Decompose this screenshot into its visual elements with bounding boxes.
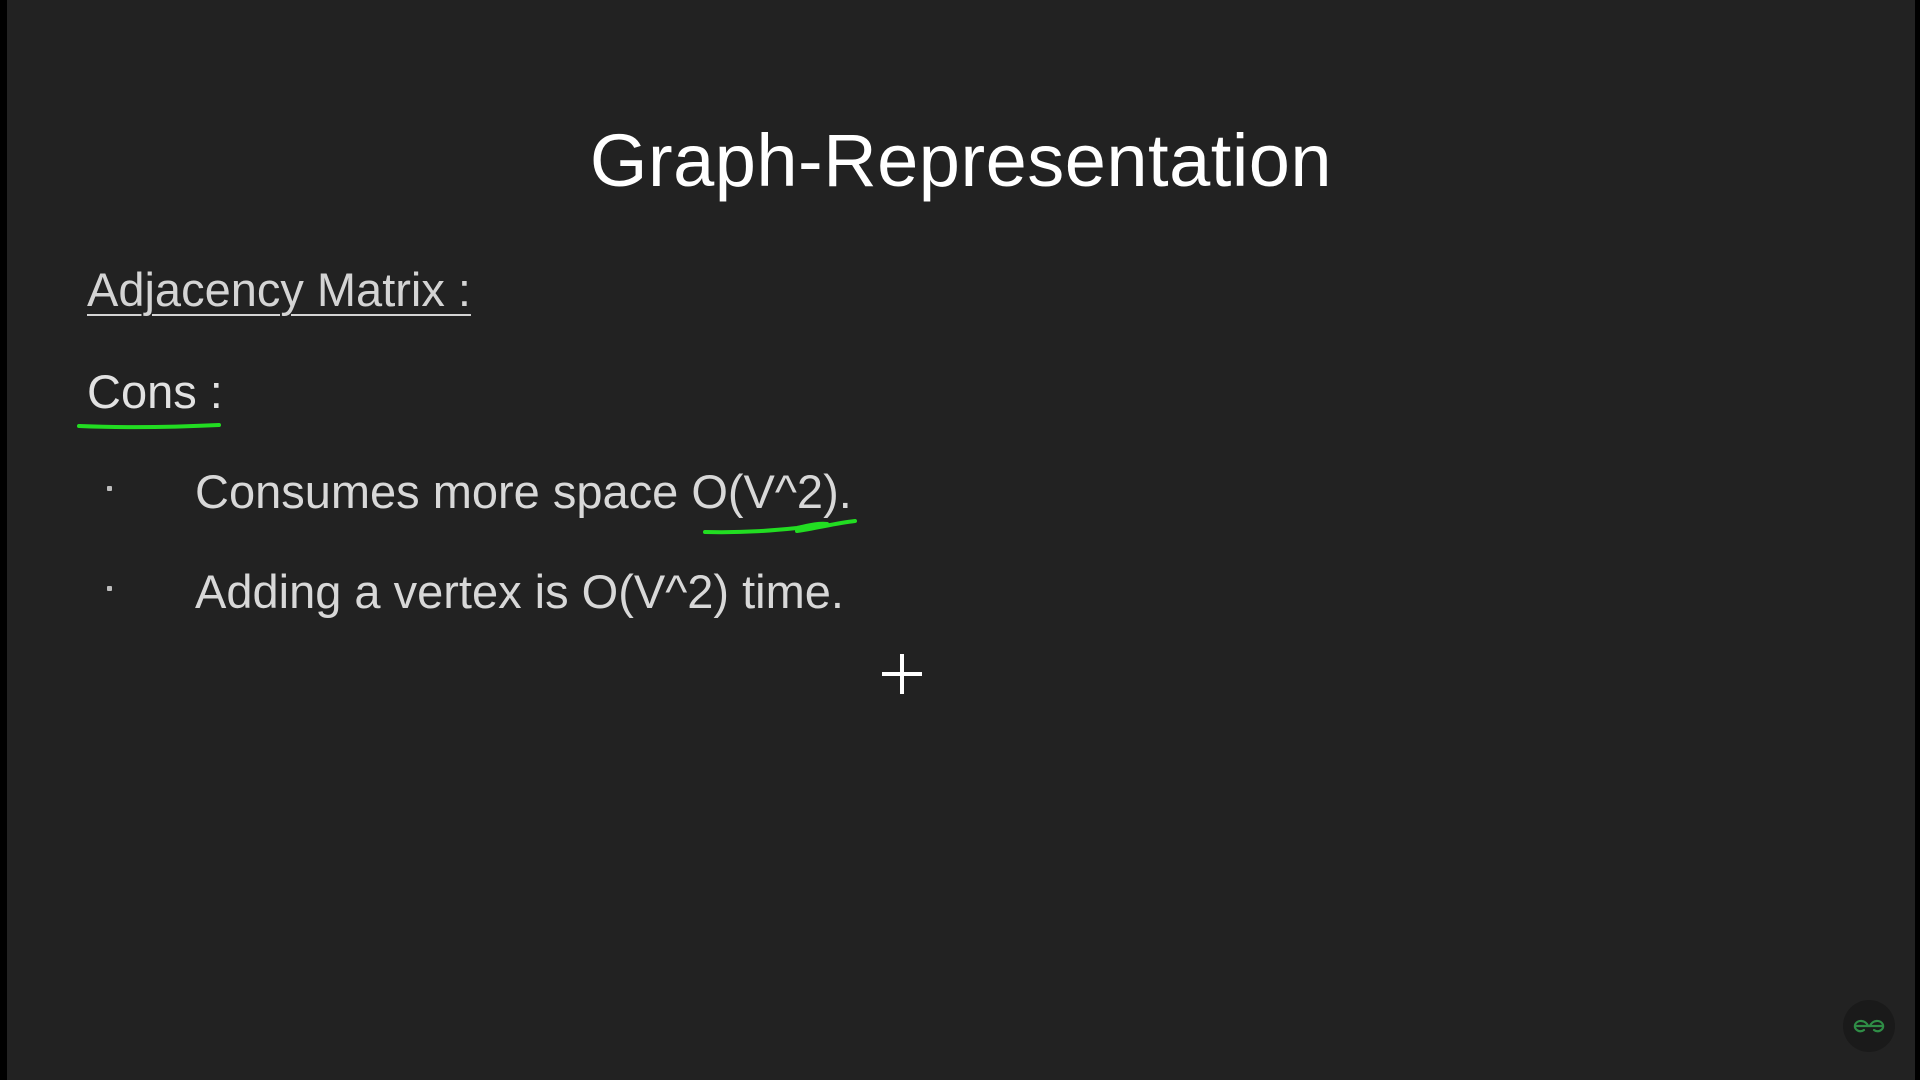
gfg-logo-icon [1843, 1000, 1895, 1052]
cons-label: Cons : [87, 365, 223, 418]
gfg-logo-mark [1853, 1019, 1885, 1033]
slide-title: Graph-Representation [589, 119, 1333, 202]
bullet-text: Consumes more space O(V^2). [195, 465, 852, 518]
presentation-slide: Graph-Representation Adjacency Matrix : … [7, 0, 1915, 1080]
crosshair-cursor-icon [880, 652, 924, 696]
cons-underline-stroke [77, 423, 221, 430]
bullet-dot-icon [107, 586, 112, 591]
bullet-dot-icon [107, 486, 112, 491]
section-heading: Adjacency Matrix : [87, 263, 471, 316]
complexity-underline-stroke [703, 519, 857, 535]
bullet-text: Adding a vertex is O(V^2) time. [195, 565, 844, 618]
